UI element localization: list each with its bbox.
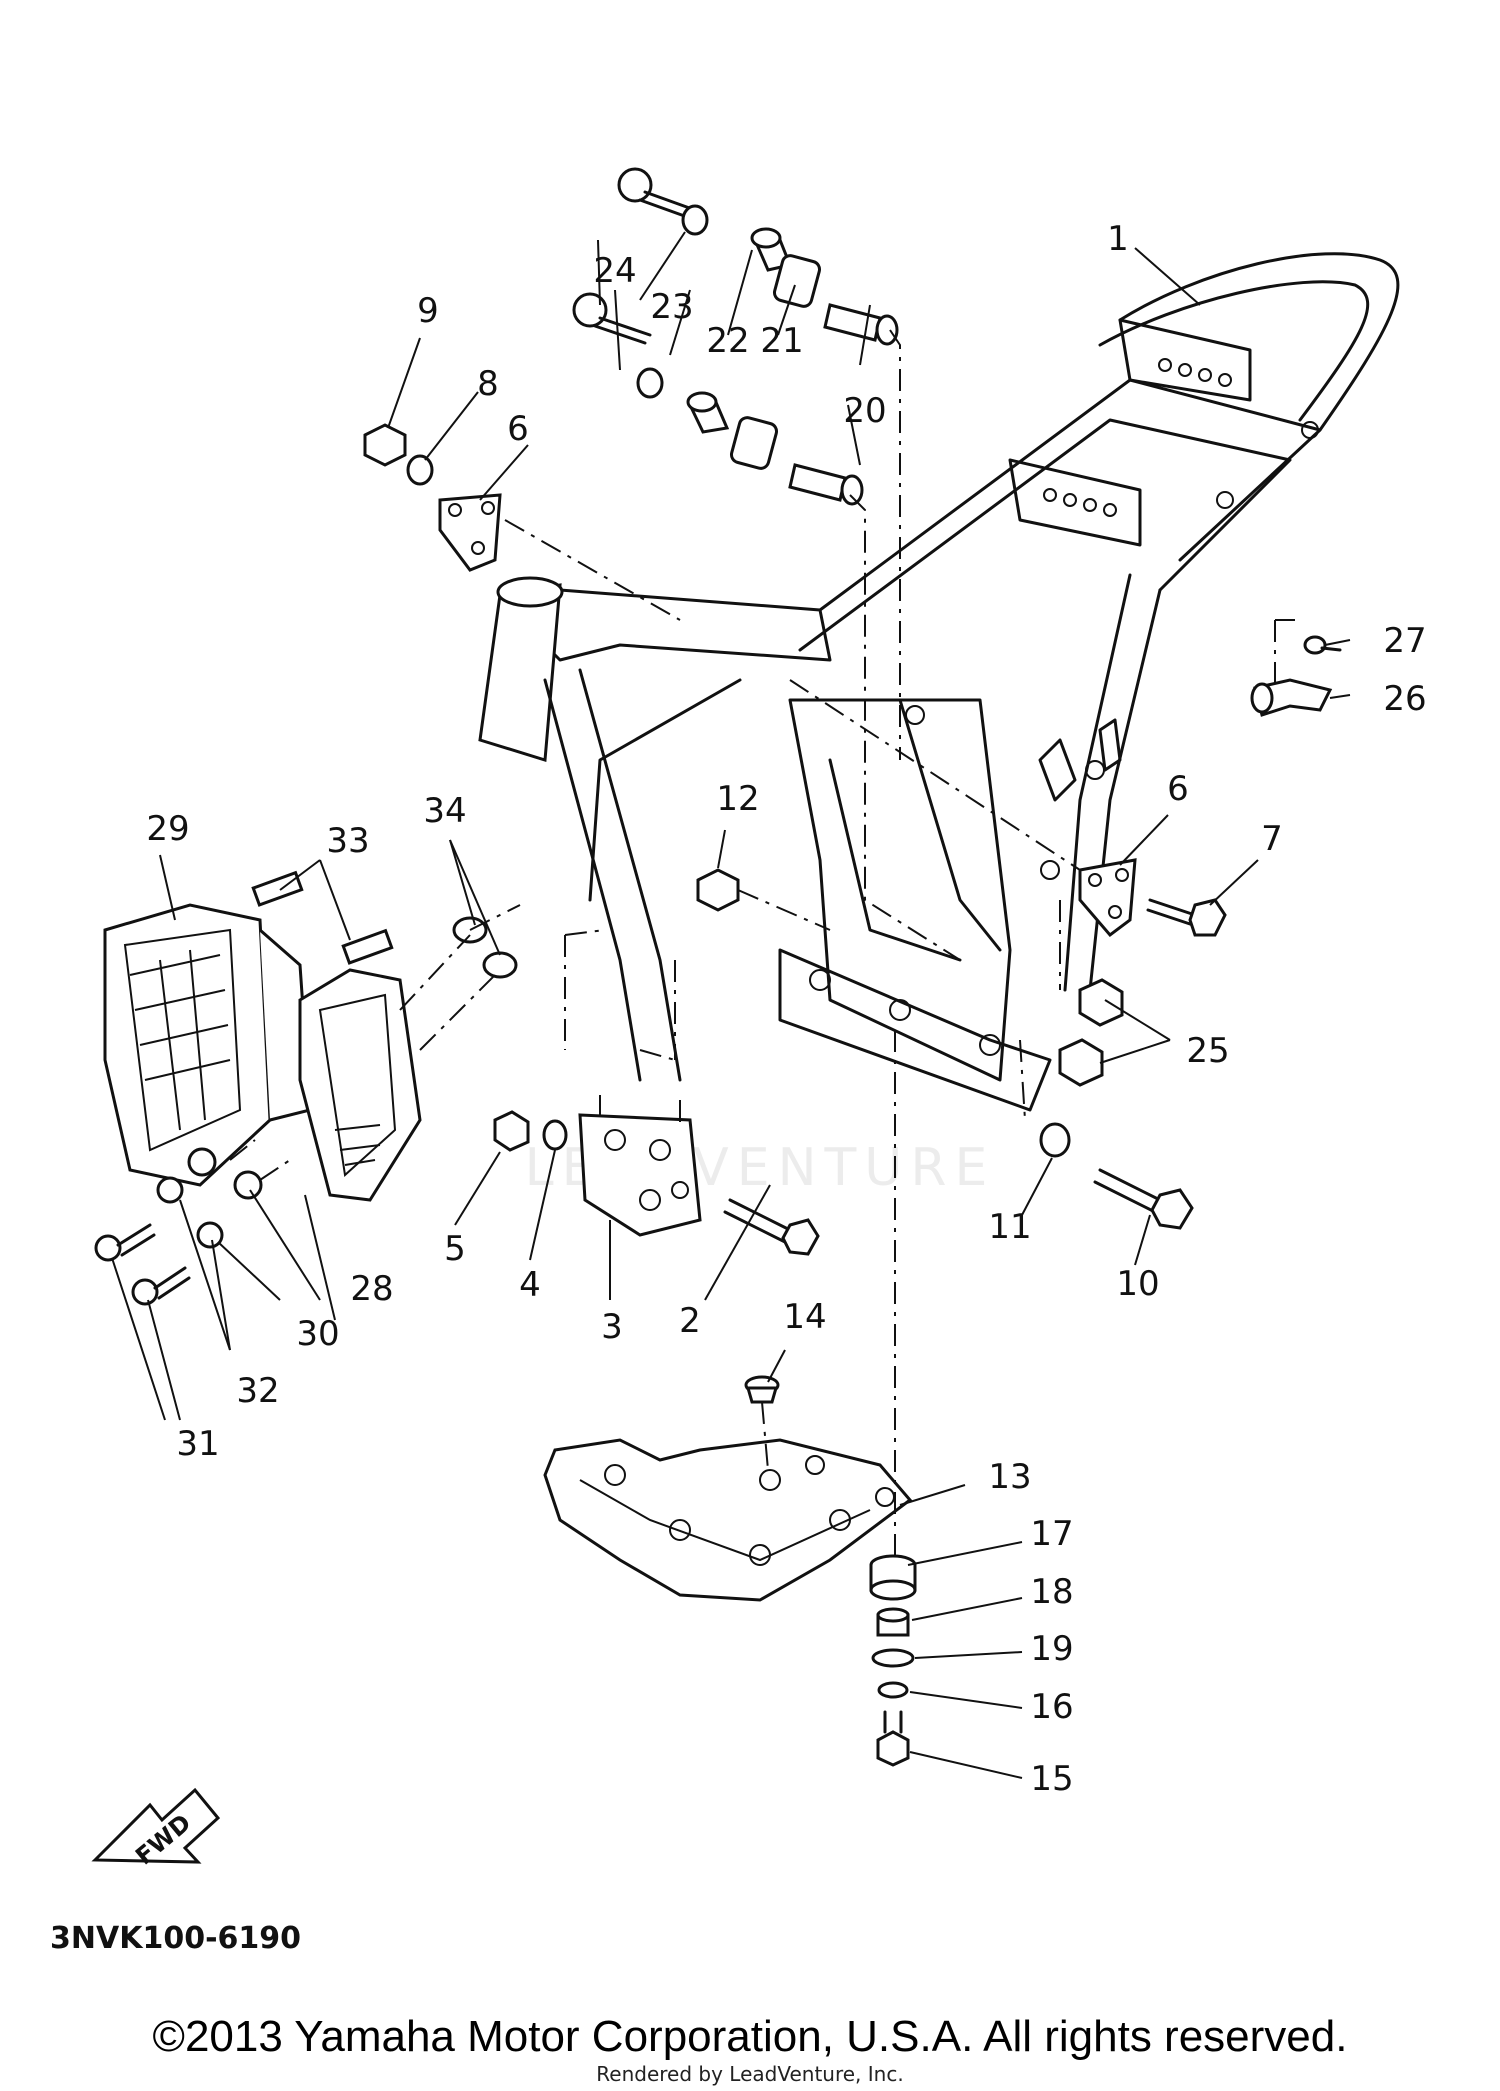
washer-16 — [877, 1681, 909, 1699]
callout-7: 7 — [1261, 819, 1283, 859]
nut-25-upper — [1078, 978, 1124, 1027]
brace-holes — [1043, 358, 1232, 517]
callout-19: 19 — [1030, 1629, 1073, 1669]
bolt-15 — [876, 1710, 910, 1767]
callout-6-upper: 6 — [507, 409, 529, 449]
callout-10: 10 — [1116, 1264, 1159, 1304]
nut-25-lower — [1058, 1038, 1104, 1087]
damper-17 — [869, 1554, 917, 1601]
callout-21: 21 — [760, 321, 803, 361]
engine-bracket-6-upper — [438, 493, 502, 572]
bolt-2 — [723, 1198, 820, 1256]
washer-4 — [542, 1119, 568, 1151]
fwd-arrow: FWD — [91, 1787, 221, 1870]
callout-28: 28 — [350, 1269, 393, 1309]
grommet-30-right — [233, 1170, 263, 1200]
bolt-10 — [1093, 1168, 1194, 1230]
plug-14 — [744, 1375, 780, 1404]
nut-12 — [696, 868, 740, 912]
callout-12: 12 — [716, 779, 759, 819]
side-cover-28 — [298, 968, 422, 1202]
callout-34: 34 — [423, 791, 466, 831]
callout-17: 17 — [1030, 1514, 1073, 1554]
bolt-31-upper — [94, 1223, 156, 1262]
grommet-30-left — [187, 1147, 217, 1177]
rendered-by-text: Rendered by LeadVenture, Inc. — [596, 2062, 904, 2086]
leader-lines — [111, 231, 1351, 1779]
diagram-code: 3NVK100-6190 — [50, 1921, 301, 1956]
bolt-20-lower — [788, 463, 864, 506]
callout-20-upper: 20 — [843, 391, 886, 431]
washer-23-upper — [681, 204, 709, 236]
callout-3: 3 — [601, 1307, 623, 1347]
callout-26: 26 — [1383, 679, 1426, 719]
callout-25: 25 — [1186, 1031, 1229, 1071]
bolt-24-upper — [617, 167, 697, 220]
callout-13: 13 — [988, 1457, 1031, 1497]
washer-19 — [871, 1648, 915, 1668]
spacer-21-upper — [772, 254, 822, 308]
callout-30: 30 — [296, 1314, 339, 1354]
callout-29: 29 — [146, 809, 189, 849]
clamp-26 — [1250, 678, 1333, 717]
callout-18: 18 — [1030, 1572, 1073, 1612]
bolt-24-lower — [572, 292, 652, 345]
callout-8: 8 — [477, 364, 499, 404]
callout-24: 24 — [593, 251, 636, 291]
engine-bracket-6-lower — [1078, 858, 1137, 938]
bolt-31-lower — [131, 1266, 191, 1306]
side-cover-29 — [103, 903, 312, 1187]
callout-32: 32 — [236, 1371, 279, 1411]
callout-1: 1 — [1107, 219, 1129, 259]
collar-22-lower — [686, 391, 730, 434]
callout-27: 27 — [1383, 621, 1426, 661]
nut-9 — [363, 423, 407, 467]
callout-5: 5 — [444, 1229, 466, 1269]
grommet-34-lower — [482, 951, 518, 979]
callout-6-lower: 6 — [1167, 769, 1189, 809]
callout-33: 33 — [326, 821, 369, 861]
callout-14: 14 — [783, 1297, 826, 1337]
callout-16: 16 — [1030, 1687, 1073, 1727]
callout-11: 11 — [988, 1207, 1031, 1247]
washer-23-lower — [636, 367, 664, 399]
callout-23: 23 — [650, 287, 693, 327]
washer-32-lower — [196, 1221, 224, 1249]
bolt-7 — [1146, 898, 1227, 937]
callout-22: 22 — [706, 321, 749, 361]
callout-2: 2 — [679, 1301, 701, 1341]
collar-18 — [876, 1607, 910, 1637]
callout-15: 15 — [1030, 1759, 1073, 1799]
callout-9: 9 — [417, 291, 439, 331]
bolt-20-upper — [823, 303, 899, 346]
screw-27 — [1303, 635, 1342, 655]
strip-33-lower — [341, 928, 394, 965]
spacer-21-lower — [729, 416, 779, 470]
callout-31: 31 — [176, 1424, 219, 1464]
bracket-3 — [578, 1113, 702, 1237]
callout-numbers: 1 2 3 4 5 6 6 7 8 9 10 11 12 13 14 15 16… — [146, 219, 1426, 1799]
skid-plate-13 — [543, 1438, 913, 1602]
main-frame — [478, 252, 1400, 1112]
copyright-notice: ©2013 Yamaha Motor Corporation, U.S.A. A… — [152, 2012, 1348, 2061]
nut-5 — [493, 1110, 530, 1152]
washer-32-upper — [156, 1176, 184, 1204]
callout-4: 4 — [519, 1265, 541, 1305]
assembly-lines — [229, 329, 1295, 1560]
strip-33-upper — [251, 870, 304, 907]
washer-8 — [406, 454, 434, 486]
washer-11 — [1039, 1122, 1071, 1158]
